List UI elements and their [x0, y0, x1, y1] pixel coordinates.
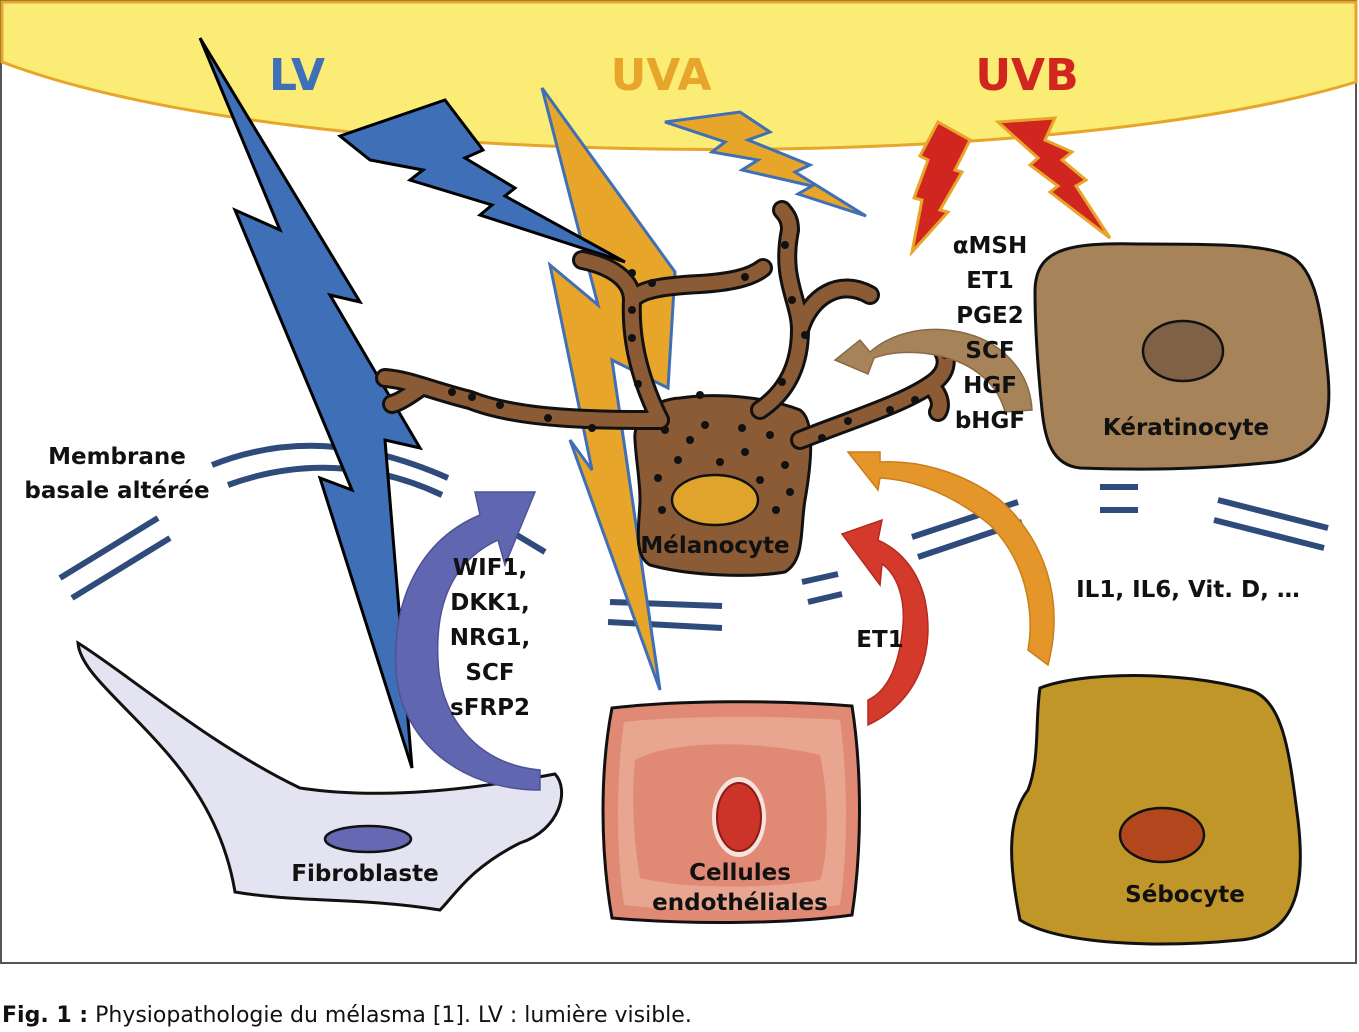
keratinocyte-to-melanocyte-arrow	[833, 328, 1033, 413]
melasma-diagram: LV UVA UVB Membrane basale altérée Mélan…	[0, 0, 1358, 964]
sebocyte-label: Sébocyte	[1125, 882, 1245, 908]
fibroblast-label: Fibroblaste	[291, 861, 438, 887]
keratinocyte-factor-2: ET1	[966, 268, 1013, 294]
uvb-label: UVB	[975, 50, 1078, 101]
red-blood-cell	[716, 782, 762, 852]
uvb-bolt-left	[909, 119, 972, 258]
caption-prefix: Fig. 1 :	[2, 1003, 89, 1028]
endothelial-factor: ET1	[856, 627, 903, 653]
uva-label: UVA	[611, 50, 712, 101]
fibroblast-nucleus	[323, 824, 413, 854]
uva-bolt-small	[664, 110, 867, 218]
membrane-label-line-1: Membrane	[48, 444, 186, 470]
caption-text: Physiopathologie du mélasma [1]. LV : lu…	[88, 1003, 692, 1028]
keratinocyte-factor-3: PGE2	[956, 303, 1023, 329]
keratinocyte-factor-1: αMSH	[953, 233, 1028, 259]
melanocyte-nucleus	[670, 473, 760, 527]
melanocyte-label: Mélanocyte	[640, 533, 789, 559]
fibroblast-factor-3: NRG1,	[450, 625, 531, 651]
lv-bolt-main	[198, 37, 424, 769]
endothelial-label-line-1: Cellules	[689, 860, 791, 886]
fibroblast-to-melanocyte-arrow	[394, 491, 541, 791]
endothelial-to-melanocyte-arrow	[840, 518, 929, 727]
keratinocyte-factor-4: SCF	[965, 338, 1014, 364]
sebocyte-nucleus	[1118, 806, 1206, 864]
fibroblast-factor-4: SCF	[465, 660, 514, 686]
membrane-label-line-2: basale altérée	[24, 478, 209, 504]
sebocyte-to-melanocyte-arrow	[846, 451, 1055, 667]
uvb-bolt-right	[994, 116, 1112, 240]
fibroblast-cell	[76, 640, 564, 912]
keratinocyte-label: Kératinocyte	[1103, 415, 1269, 441]
fibroblast-factor-1: WIF1,	[453, 555, 527, 581]
endothelial-label-line-2: endothéliales	[652, 890, 828, 916]
figure-caption: Fig. 1 : Physiopathologie du mélasma [1]…	[2, 1003, 692, 1028]
fibroblast-factor-5: sFRP2	[450, 695, 530, 721]
sebocyte-factors: IL1, IL6, Vit. D, …	[1076, 577, 1300, 603]
keratinocyte-nucleus	[1141, 319, 1225, 383]
fibroblast-factor-2: DKK1,	[450, 590, 529, 616]
keratinocyte-factor-5: HGF	[963, 373, 1017, 399]
lv-bolt-small	[336, 98, 626, 264]
uva-bolt-main	[540, 87, 677, 691]
melanosomes	[448, 241, 949, 514]
lv-label: LV	[269, 50, 325, 101]
keratinocyte-factor-6: bHGF	[955, 408, 1025, 434]
